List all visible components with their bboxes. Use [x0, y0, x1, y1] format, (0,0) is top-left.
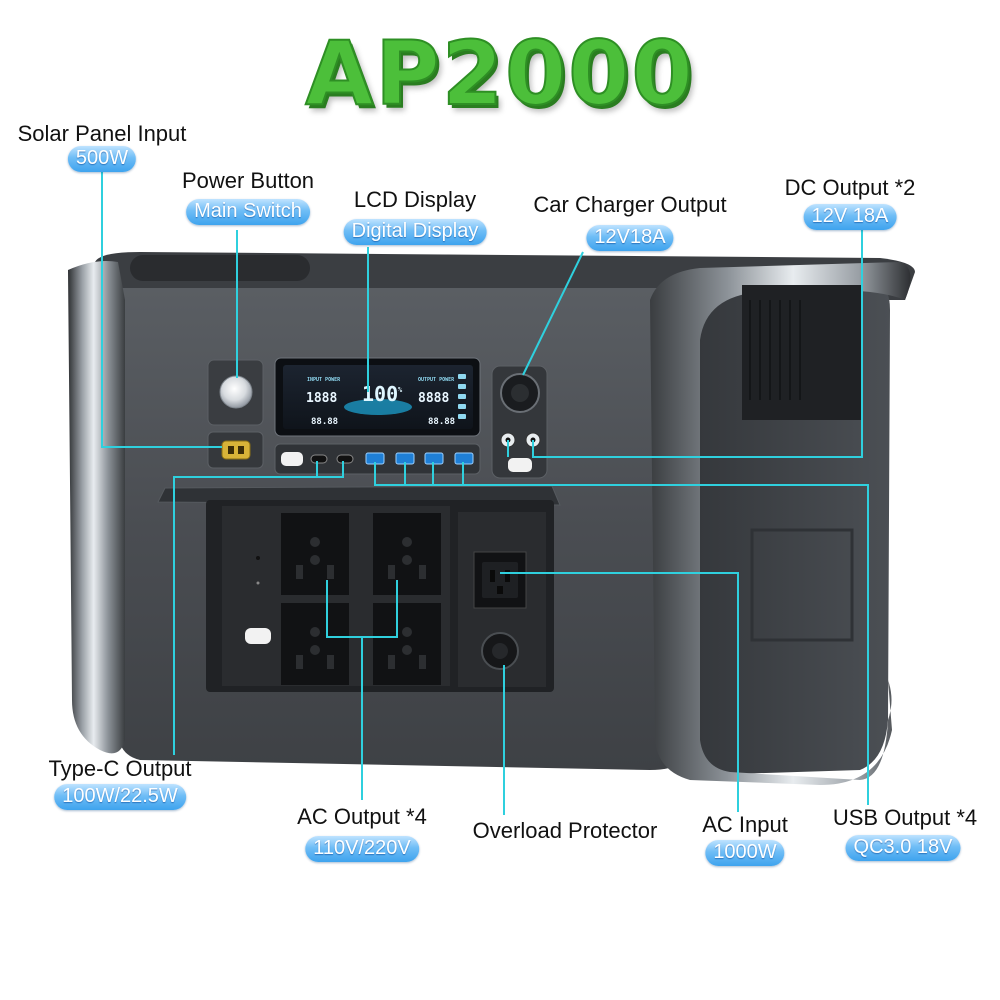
- spec-type-c-output: 100W/22.5W: [54, 784, 186, 810]
- label-overload-protector: Overload Protector: [472, 818, 658, 843]
- side-vent: [742, 285, 862, 420]
- label-usb-output: USB Output *4: [832, 805, 978, 830]
- leader-solar: [101, 170, 222, 448]
- side-panel-plate: [750, 528, 854, 642]
- spec-dc-output: 12V 18A: [803, 204, 897, 230]
- universal-socket-icon[interactable]: [281, 513, 349, 595]
- spec-usb-output: QC3.0 18V: [845, 835, 961, 861]
- label-dc-output: DC Output *2: [784, 175, 916, 200]
- spec-lcd-display: Digital Display: [343, 219, 487, 245]
- left-end-cap: [68, 261, 125, 754]
- usb-c-port-icon[interactable]: [310, 454, 328, 464]
- lcd-percent-sign: %: [398, 386, 403, 394]
- leader-ac-out: [326, 580, 398, 800]
- label-car-charger: Car Charger Output: [533, 192, 727, 217]
- lcd-input-label: INPUT POWER: [307, 377, 341, 383]
- spec-solar-input: 500W: [67, 146, 137, 172]
- xt60-port-icon[interactable]: [221, 440, 251, 460]
- leader-usb: [374, 462, 869, 805]
- universal-socket-icon[interactable]: [373, 603, 441, 685]
- ac-switch-icon[interactable]: [245, 628, 271, 644]
- spec-ac-input: 1000W: [705, 840, 785, 866]
- universal-socket-icon[interactable]: [281, 603, 349, 685]
- label-lcd-display: LCD Display: [353, 187, 477, 212]
- leader-car: [522, 251, 584, 376]
- label-power-button: Power Button: [181, 168, 315, 193]
- c20-inlet-icon[interactable]: [473, 551, 527, 609]
- product-title: AP2000: [304, 21, 695, 126]
- lcd-screen: [283, 365, 473, 429]
- right-end-cap: [650, 262, 911, 785]
- lcd-input-value: 1888: [306, 391, 337, 406]
- label-ac-output: AC Output *4: [297, 804, 427, 829]
- leader-typec: [173, 461, 344, 755]
- label-solar-input: Solar Panel Input: [17, 121, 187, 146]
- label-type-c-output: Type-C Output: [48, 756, 192, 781]
- leader-dc: [507, 225, 863, 458]
- port-button-icon[interactable]: [281, 452, 303, 466]
- spec-ac-output: 110V/220V: [305, 836, 419, 862]
- leader-ac-in: [500, 572, 739, 812]
- lcd-timer-right: 88.88: [428, 417, 455, 427]
- carry-handle: [130, 255, 310, 281]
- spec-car-charger: 12V18A: [586, 225, 674, 251]
- lcd-battery-ring: [344, 399, 412, 415]
- lcd-output-value: 8888: [418, 391, 449, 406]
- lcd-output-label: OUTPUT POWER: [418, 377, 455, 383]
- spec-power-button: Main Switch: [186, 199, 310, 225]
- lcd-timer-left: 88.88: [311, 417, 338, 427]
- dc-switch-icon[interactable]: [508, 458, 532, 472]
- universal-socket-icon[interactable]: [373, 513, 441, 595]
- usb-c-port-icon[interactable]: [336, 454, 354, 464]
- label-ac-input: AC Input: [702, 812, 788, 837]
